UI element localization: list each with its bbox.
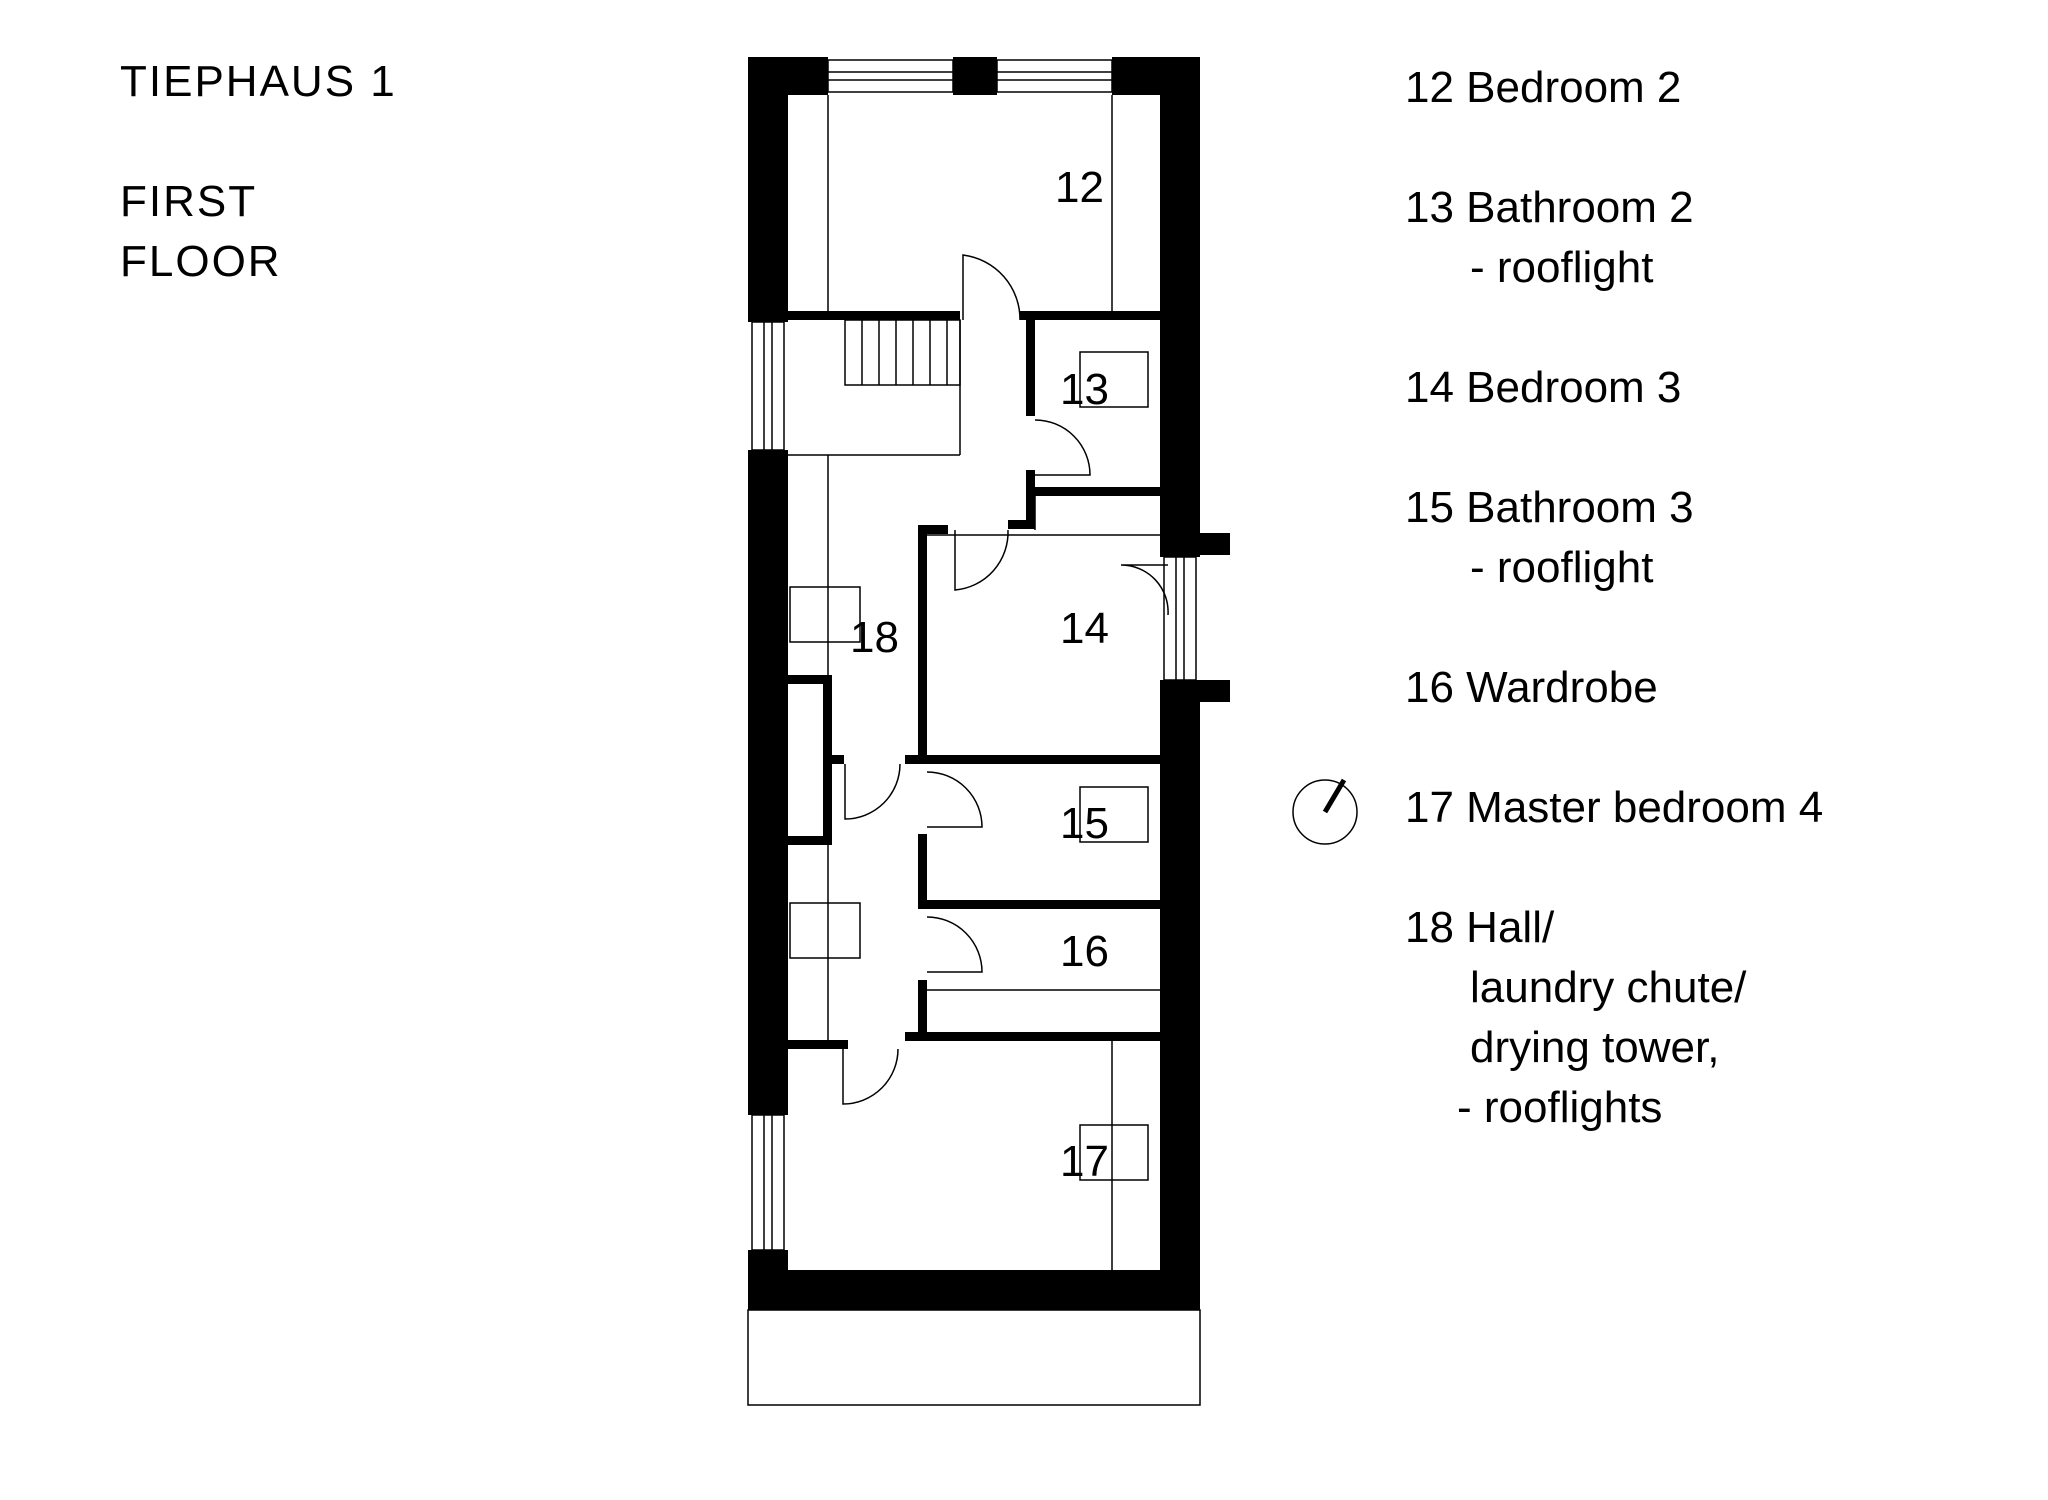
wall-stub-hall <box>832 755 844 764</box>
wall-room16-west <box>918 980 927 1040</box>
wall-north-mid <box>953 57 997 95</box>
window-north-1 <box>827 59 954 93</box>
rooflight-hall-2 <box>789 902 861 959</box>
wall-shaft-north <box>788 675 832 684</box>
wall-shaft-south <box>788 836 832 845</box>
legend-entry-18: 18 Hall/ laundry chute/ drying tower, - … <box>1405 903 1747 1132</box>
wall-room14-stub <box>1008 520 1035 529</box>
door-room16 <box>926 916 983 973</box>
wall-room15-south <box>918 900 1160 909</box>
legend-entry-16: 16 Wardrobe <box>1405 663 1658 712</box>
room-label-12: 12 <box>1055 163 1104 212</box>
room-label-18: 18 <box>850 613 899 662</box>
wall-stub-east-1 <box>1200 533 1230 555</box>
outer-walls <box>748 57 1230 1310</box>
wall-north-left <box>748 57 828 95</box>
balcony <box>747 1309 1201 1406</box>
wall-room12-south-right <box>1020 311 1160 320</box>
wall-north-right <box>1112 57 1200 95</box>
interior-walls <box>788 311 1160 1049</box>
room-label-15: 15 <box>1060 799 1109 848</box>
door-room14-balcony <box>1120 564 1169 616</box>
drawing-title: TIEPHAUS 1 FIRST FLOOR <box>120 52 397 292</box>
door-room15 <box>926 771 983 828</box>
wall-room13-south <box>1030 487 1160 496</box>
wall-east-upper <box>1160 57 1200 557</box>
wall-room12-south-left <box>788 311 960 320</box>
room-legend: 12 Bedroom 2 13 Bathroom 2 - rooflight 1… <box>1405 58 1823 1198</box>
door-room14 <box>954 529 1009 591</box>
legend-entry-17: 17 Master bedroom 4 <box>1405 783 1824 832</box>
room-label-14: 14 <box>1060 604 1109 653</box>
wall-stub-east-2 <box>1200 680 1230 702</box>
rooflight-bath-2 <box>1079 351 1149 408</box>
door-room17 <box>842 1048 899 1105</box>
rooflight-bath-3 <box>1079 786 1149 843</box>
wall-room15-west <box>918 834 927 900</box>
door-room13 <box>1034 419 1091 476</box>
wall-east-lower <box>1160 680 1200 1310</box>
wall-room14-south <box>905 755 1160 764</box>
doors <box>842 254 1169 1105</box>
rooflight-master <box>1079 1124 1149 1181</box>
floor-label-line1: FIRST <box>120 177 258 226</box>
wall-shaft-east <box>823 675 832 845</box>
window-west-2 <box>751 1114 785 1251</box>
door-room12 <box>962 254 1021 321</box>
fixtures <box>747 95 1201 1406</box>
wall-west-upper <box>748 57 788 322</box>
windows <box>751 59 1197 1251</box>
legend-entry-15: 15 Bathroom 3 - rooflight <box>1405 483 1694 592</box>
wall-west-mid <box>748 450 788 1115</box>
wall-room13-west <box>1026 311 1035 416</box>
north-arrow-icon <box>1292 778 1358 845</box>
legend-entry-14: 14 Bedroom 3 <box>1405 363 1682 412</box>
window-north-2 <box>996 59 1113 93</box>
legend-entry-12: 12 Bedroom 2 <box>1405 63 1682 112</box>
floor-label-line2: FLOOR <box>120 237 282 286</box>
project-name: TIEPHAUS 1 <box>120 57 397 106</box>
wall-south <box>748 1270 1200 1310</box>
legend-entry-13: 13 Bathroom 2 - rooflight <box>1405 183 1694 292</box>
room-label-17: 17 <box>1060 1137 1109 1186</box>
wall-room14-north-stub <box>918 525 948 534</box>
room-label-16: 16 <box>1060 927 1109 976</box>
window-west-1 <box>751 321 785 451</box>
wall-room17-north-left <box>788 1040 848 1049</box>
wall-room17-north-right <box>905 1032 1160 1041</box>
room-label-13: 13 <box>1060 365 1109 414</box>
window-east <box>1163 556 1197 681</box>
door-shaft <box>844 763 901 820</box>
wall-room14-west <box>918 525 927 755</box>
rooflight-hall-1 <box>789 586 861 643</box>
